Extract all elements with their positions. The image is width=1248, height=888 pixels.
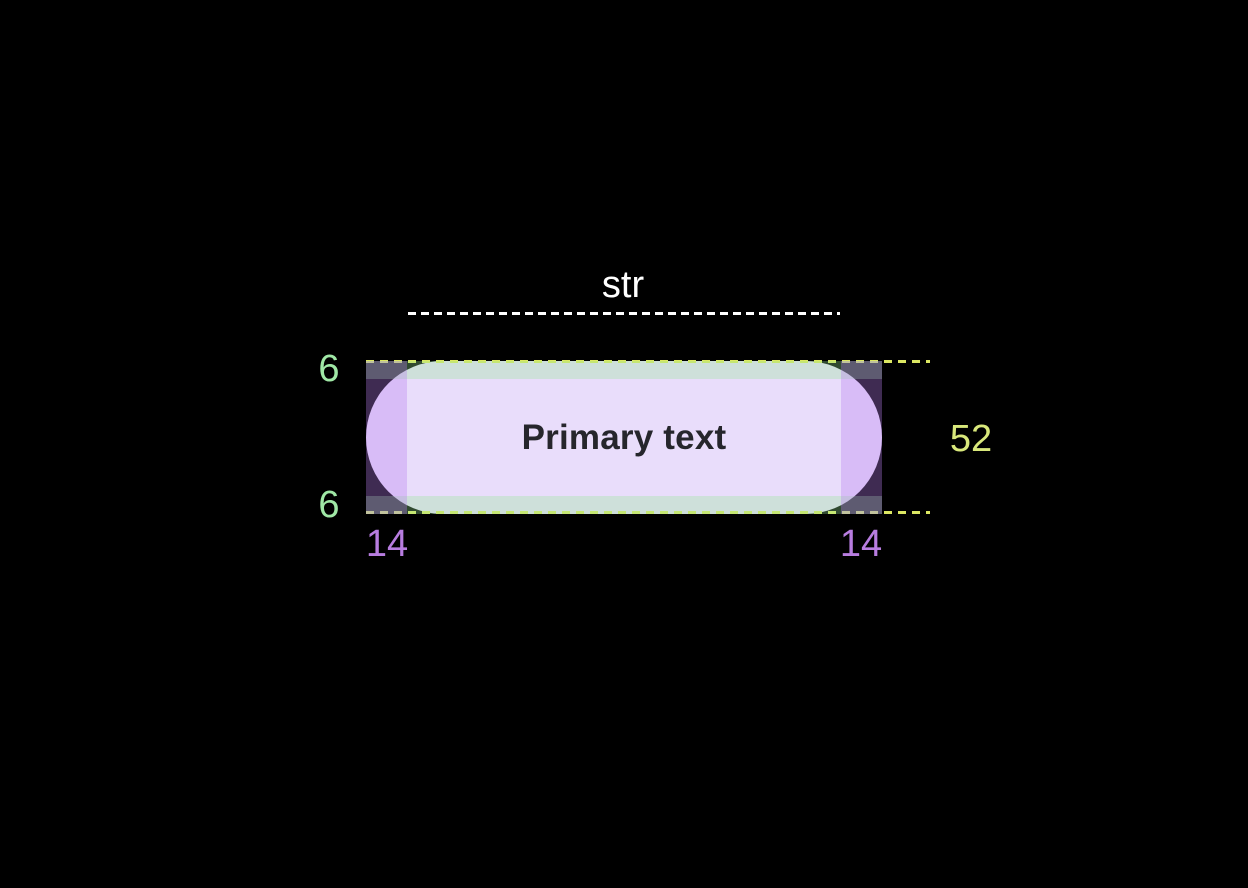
button-label: Primary text [521,417,727,457]
padding-top-overlay [366,361,882,379]
padding-left-overlay [366,361,407,514]
padding-bottom-overlay [366,496,882,514]
padding-right-value-label: 14 [839,523,883,565]
content-width-label: str [601,264,645,306]
primary-button[interactable] [366,361,882,514]
padding-bottom-value-label: 6 [318,484,340,526]
height-value-label: 52 [949,418,993,460]
height-dimension-line-top [366,360,930,363]
padding-right-overlay [841,361,882,514]
padding-top-value-label: 6 [318,348,340,390]
content-width-dashed-line [408,312,840,315]
height-dimension-line-bottom [366,511,930,514]
padding-left-value-label: 14 [365,523,409,565]
button-spec-box: Primary text [366,361,882,514]
